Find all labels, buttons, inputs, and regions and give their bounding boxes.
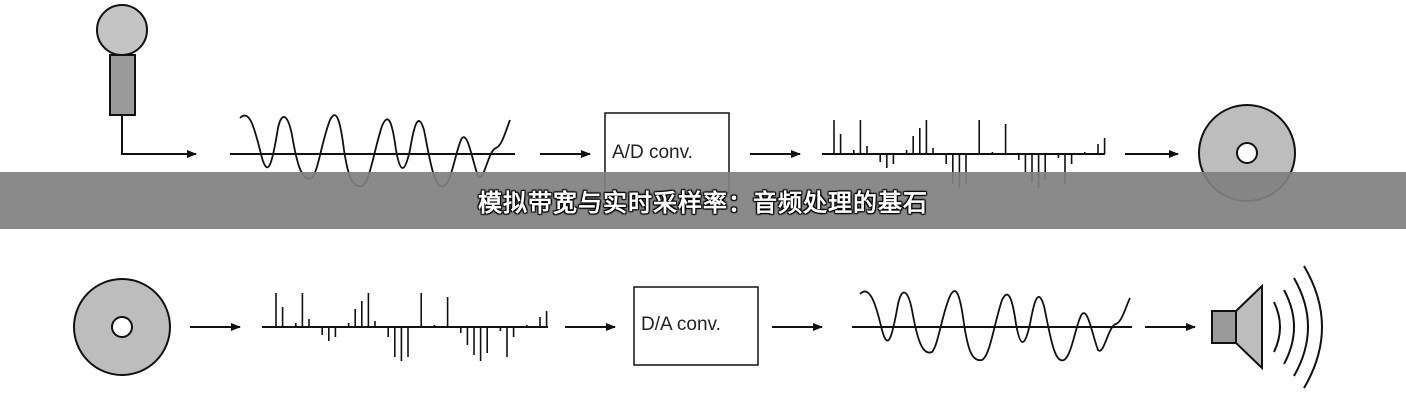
analog-wave-input xyxy=(230,114,515,188)
sampled-signal-row1 xyxy=(822,120,1106,188)
microphone-icon xyxy=(96,4,197,158)
sampled-signal-row2 xyxy=(262,293,548,361)
speaker-icon xyxy=(1211,265,1323,389)
adc-label: A/D conv. xyxy=(612,142,693,163)
analog-wave-output xyxy=(852,290,1132,362)
dac-label: D/A conv. xyxy=(641,314,721,335)
disc-icon xyxy=(73,278,171,376)
dac-box xyxy=(633,286,759,366)
banner-title: 模拟带宽与实时采样率：音频处理的基石 xyxy=(478,189,928,217)
title-banner: 模拟带宽与实时采样率：音频处理的基石 xyxy=(0,172,1406,229)
